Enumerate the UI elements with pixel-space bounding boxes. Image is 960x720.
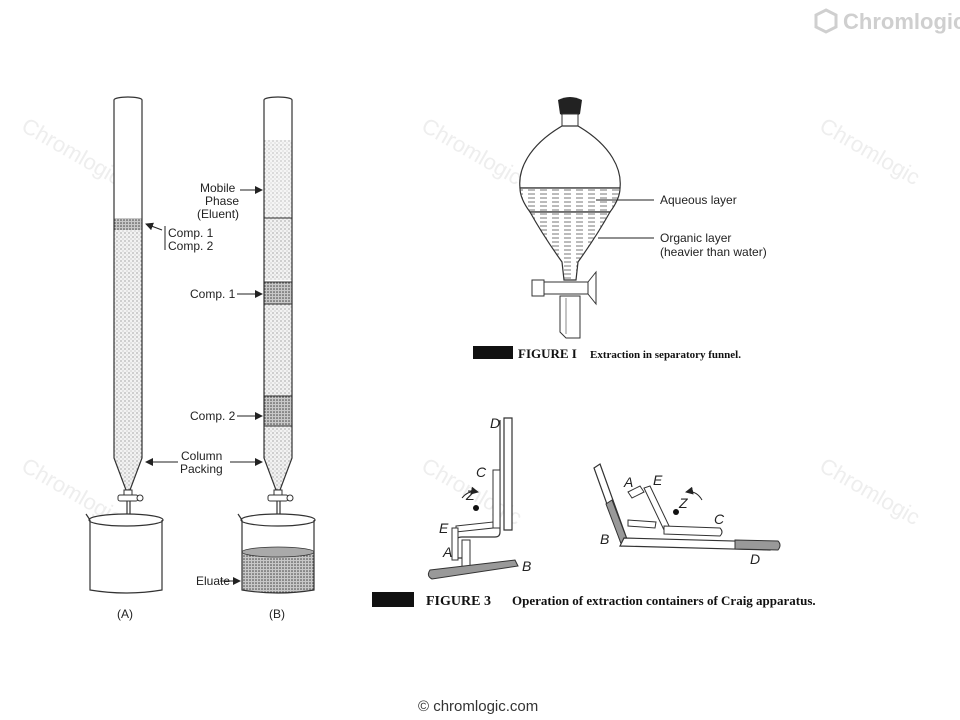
figure3-caption-number: FIGURE 3	[426, 594, 491, 609]
figure1-caption-text: Extraction in separatory funnel.	[590, 349, 741, 361]
organic-layer-sublabel: (heavier than water)	[660, 245, 767, 259]
watermark-text: Chromlogic	[418, 113, 527, 190]
figure3-caption-text: Operation of extraction containers of Cr…	[512, 593, 816, 608]
watermark-text: Chromlogic	[18, 113, 127, 190]
comp1-label-b: Comp. 1	[190, 287, 236, 301]
label-b: B	[600, 531, 609, 547]
comp2-band	[264, 396, 292, 426]
mobile-phase-label: Mobile	[200, 181, 236, 195]
label-d: D	[490, 415, 500, 431]
panel-a-label: (A)	[117, 607, 133, 621]
organic-layer-label: Organic layer	[660, 231, 731, 245]
craig-apparatus-left: D C Z E A B	[427, 415, 531, 580]
column-packing	[114, 230, 142, 458]
label-e: E	[439, 520, 449, 536]
label-a: A	[623, 474, 633, 490]
craig-apparatus-right: A E Z C B D	[593, 463, 781, 567]
heavy-phase	[427, 559, 519, 580]
column-packing-label: Column	[181, 449, 222, 463]
hexagon-logo-icon	[814, 8, 838, 34]
mobile-phase-zone	[264, 140, 292, 218]
pivot-point	[673, 509, 679, 515]
watermark-text: Chromlogic	[816, 453, 925, 530]
stopper	[558, 97, 582, 117]
comp1-band	[264, 282, 292, 304]
watermark-text: Chromlogic	[816, 113, 925, 190]
separatory-funnel: Aqueous layer Organic layer (heavier tha…	[473, 97, 767, 361]
watermarks: Chromlogic Chromlogic Chromlogic Chromlo…	[18, 113, 925, 530]
comp1-label-a: Comp. 1	[168, 226, 214, 240]
organic-layer	[528, 211, 612, 281]
column-packing-label: Packing	[180, 462, 223, 476]
column-a	[85, 96, 164, 594]
column-b	[237, 96, 316, 594]
comp2-label-a: Comp. 2	[168, 239, 214, 253]
label-z: Z	[465, 487, 475, 503]
light-phase	[734, 539, 781, 551]
eluate-label: Eluate	[196, 574, 230, 588]
mobile-phase-label: Phase	[205, 194, 239, 208]
figure3-caption: FIGURE 3 Operation of extraction contain…	[372, 592, 816, 609]
eluate-liquid	[242, 552, 314, 593]
label-c: C	[714, 511, 725, 527]
panel-b-label: (B)	[269, 607, 285, 621]
label-e: E	[653, 472, 663, 488]
label-a: A	[442, 544, 452, 560]
comp2-label-b: Comp. 2	[190, 409, 236, 423]
label-b: B	[522, 558, 531, 574]
pivot-point	[473, 505, 479, 511]
logo-text: Chromlogic	[843, 9, 960, 34]
comp-band	[114, 218, 142, 230]
label-z: Z	[678, 495, 688, 511]
mobile-phase-label: (Eluent)	[197, 207, 239, 221]
brand-logo: Chromlogic	[814, 8, 960, 34]
column-labels: Mobile Phase (Eluent) Comp. 1 Comp. 2 Co…	[117, 181, 285, 621]
footer-copyright: © chromlogic.com	[418, 698, 538, 715]
label-d: D	[750, 551, 760, 567]
aqueous-layer-label: Aqueous layer	[660, 193, 737, 207]
caption-bar	[372, 592, 414, 607]
label-c: C	[476, 464, 487, 480]
caption-bar	[473, 346, 513, 359]
figure1-caption-number: FIGURE I	[518, 346, 577, 361]
